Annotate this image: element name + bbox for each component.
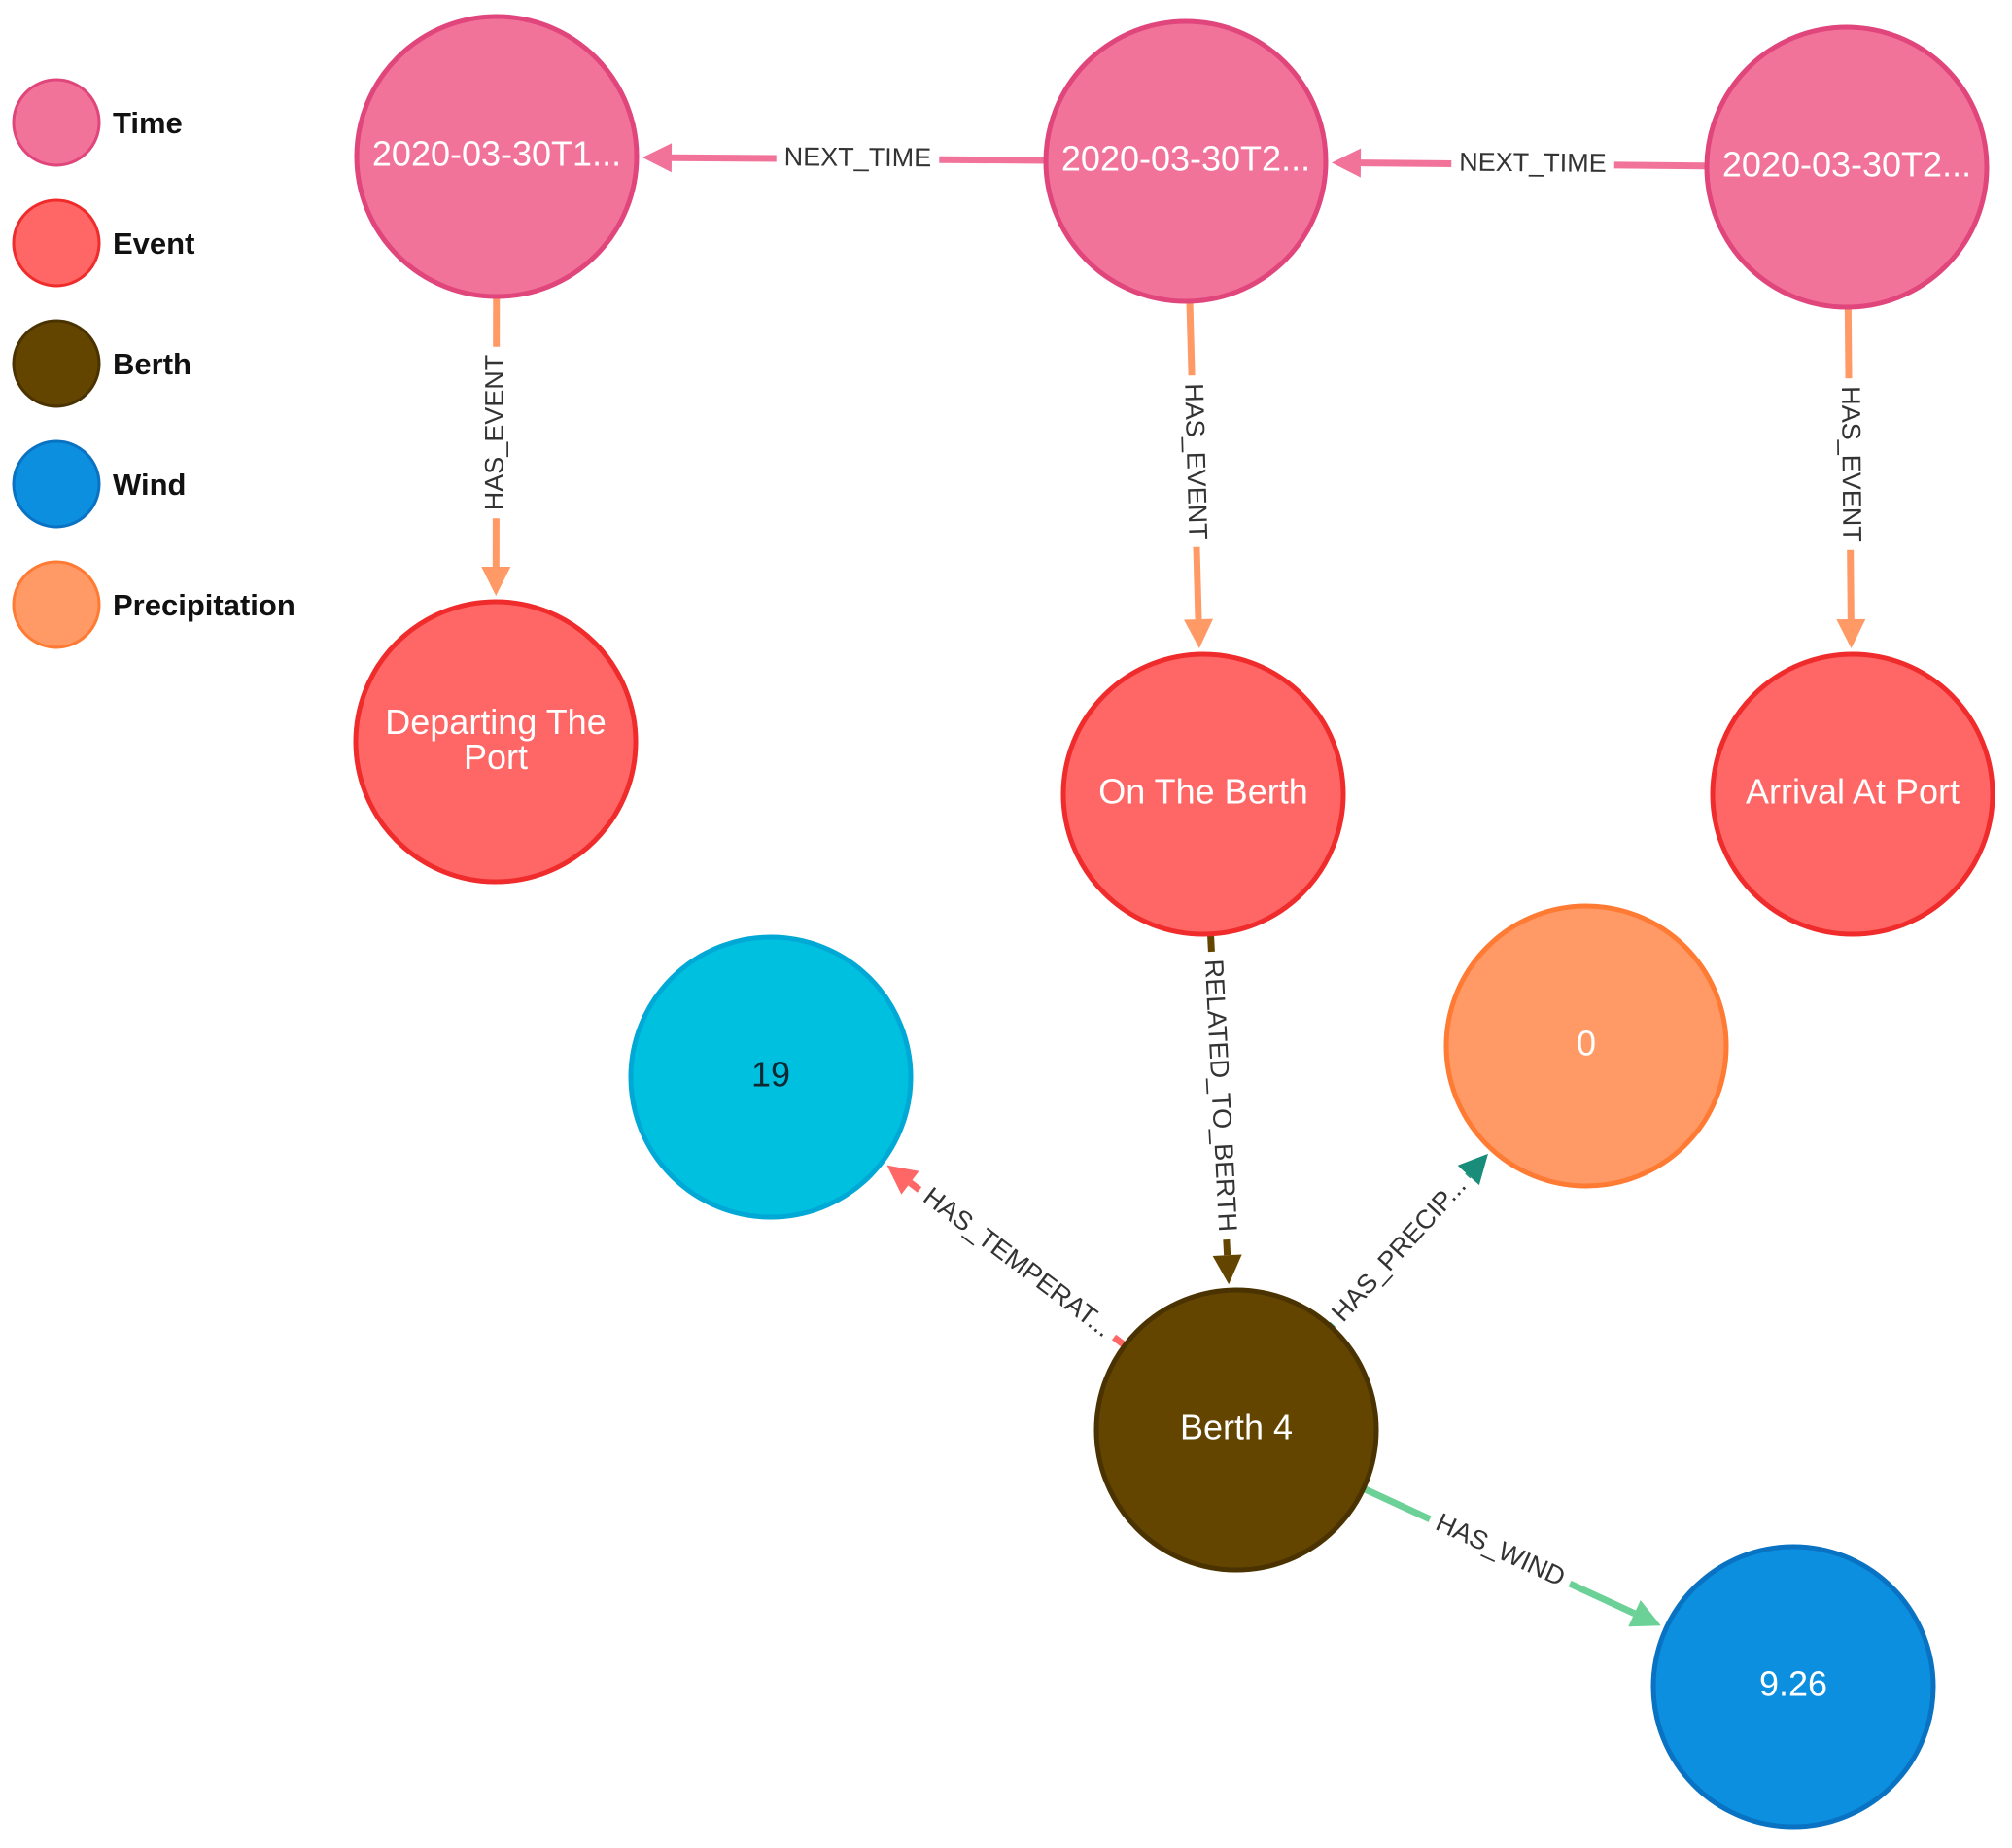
edge-related-to-berth[interactable]: RELATED_TO_BERTH: [1197, 935, 1245, 1285]
legend-label-wind: Wind: [113, 468, 186, 502]
edge-has-precip[interactable]: HAS_PRECIP...: [1319, 1153, 1488, 1335]
arrowhead-icon: [1628, 1600, 1661, 1627]
node-time1[interactable]: 2020-03-30T1...: [354, 14, 640, 299]
legend-item-wind: Wind: [12, 439, 186, 529]
arrowhead-icon: [1457, 1153, 1488, 1186]
node-circle: [354, 14, 640, 299]
arrowhead-icon: [1331, 148, 1362, 178]
edge-label: HAS_EVENT: [480, 355, 509, 511]
node-circle: [1060, 651, 1346, 937]
node-circle: [1704, 24, 1990, 310]
node-circle: [1443, 903, 1729, 1189]
edge-label: HAS_EVENT: [1836, 386, 1866, 542]
legend-item-event: Event: [12, 198, 194, 288]
node-temp[interactable]: 19: [628, 934, 914, 1220]
edge-label: NEXT_TIME: [784, 142, 932, 172]
node-circle: [1043, 18, 1329, 304]
edge-label: NEXT_TIME: [1459, 148, 1607, 178]
node-circle: [353, 599, 639, 885]
edge-label-bg: [1319, 1164, 1479, 1335]
node-label: 2020-03-30T2...: [1061, 139, 1310, 179]
legend-swatch-time: [12, 78, 101, 167]
edge-next-time[interactable]: NEXT_TIME: [642, 140, 1045, 175]
node-time2[interactable]: 2020-03-30T2...: [1043, 18, 1329, 304]
legend-swatch-precipitation: [12, 560, 101, 649]
edge-label-bg: [1451, 145, 1614, 181]
node-berth4[interactable]: Berth 4: [1093, 1287, 1379, 1573]
node-label: 19: [751, 1055, 790, 1095]
legend-item-berth: Berth: [12, 319, 191, 408]
node-event-arrival[interactable]: Arrival At Port: [1710, 651, 1995, 937]
arrowhead-icon: [886, 1165, 919, 1195]
node-time3[interactable]: 2020-03-30T2...: [1704, 24, 1990, 310]
arrowhead-icon: [642, 143, 673, 173]
edge-label: HAS_TEMPERAT...: [918, 1181, 1117, 1342]
edge-label-bg: [1176, 374, 1215, 548]
node-precip[interactable]: 0: [1443, 903, 1729, 1189]
edge-next-time[interactable]: NEXT_TIME: [1331, 145, 1706, 181]
node-label: 0: [1577, 1024, 1596, 1063]
legend-item-precipitation: Precipitation: [12, 560, 295, 649]
edge-label: HAS_EVENT: [1179, 383, 1212, 540]
graph-nodes: 2020-03-30T1... 2020-03-30T2... 2020-03-30…: [353, 14, 1995, 1830]
node-circle: [1093, 1287, 1379, 1573]
edge-label-bg: [1833, 378, 1869, 550]
edge-label: HAS_PRECIP...: [1326, 1170, 1472, 1327]
edge-has-event[interactable]: HAS_EVENT: [1833, 308, 1869, 649]
edge-label-bg: [776, 140, 940, 175]
edge-has-temperat[interactable]: HAS_TEMPERAT...: [886, 1165, 1126, 1349]
edge-has-event[interactable]: HAS_EVENT: [1176, 302, 1215, 649]
legend-label-berth: Berth: [113, 347, 191, 381]
arrowhead-icon: [1184, 618, 1214, 649]
legend-swatch-wind: [12, 439, 101, 529]
arrowhead-icon: [1212, 1254, 1242, 1285]
legend-label-time: Time: [113, 106, 183, 140]
node-circle: [1710, 651, 1995, 937]
edge-label-bg: [477, 346, 511, 519]
arrowhead-icon: [1836, 618, 1866, 649]
node-circle: [628, 934, 914, 1220]
node-label: On The Berth: [1098, 772, 1307, 812]
legend-label-event: Event: [113, 227, 194, 261]
node-label: 9.26: [1759, 1664, 1827, 1704]
legend-swatch-event: [12, 198, 101, 288]
edge-label: HAS_WIND: [1432, 1508, 1570, 1592]
legend-label-precipitation: Precipitation: [113, 588, 295, 622]
node-wind[interactable]: 9.26: [1650, 1544, 1936, 1830]
edge-has-event[interactable]: HAS_EVENT: [477, 297, 511, 597]
edge-has-wind[interactable]: HAS_WIND: [1364, 1485, 1661, 1627]
node-label: 2020-03-30T2...: [1722, 145, 1971, 185]
node-label: 2020-03-30T1...: [372, 134, 621, 174]
node-circle: [1650, 1544, 1936, 1830]
edge-label-bg: [1197, 950, 1245, 1240]
node-label: Berth 4: [1180, 1408, 1293, 1447]
edge-label-bg: [910, 1174, 1126, 1349]
edge-label-bg: [1423, 1502, 1578, 1597]
node-event-berth[interactable]: On The Berth: [1060, 651, 1346, 937]
legend-swatch-berth: [12, 319, 101, 408]
legend-item-time: Time: [12, 78, 183, 167]
node-label: Arrival At Port: [1746, 772, 1960, 812]
arrowhead-icon: [481, 566, 511, 597]
